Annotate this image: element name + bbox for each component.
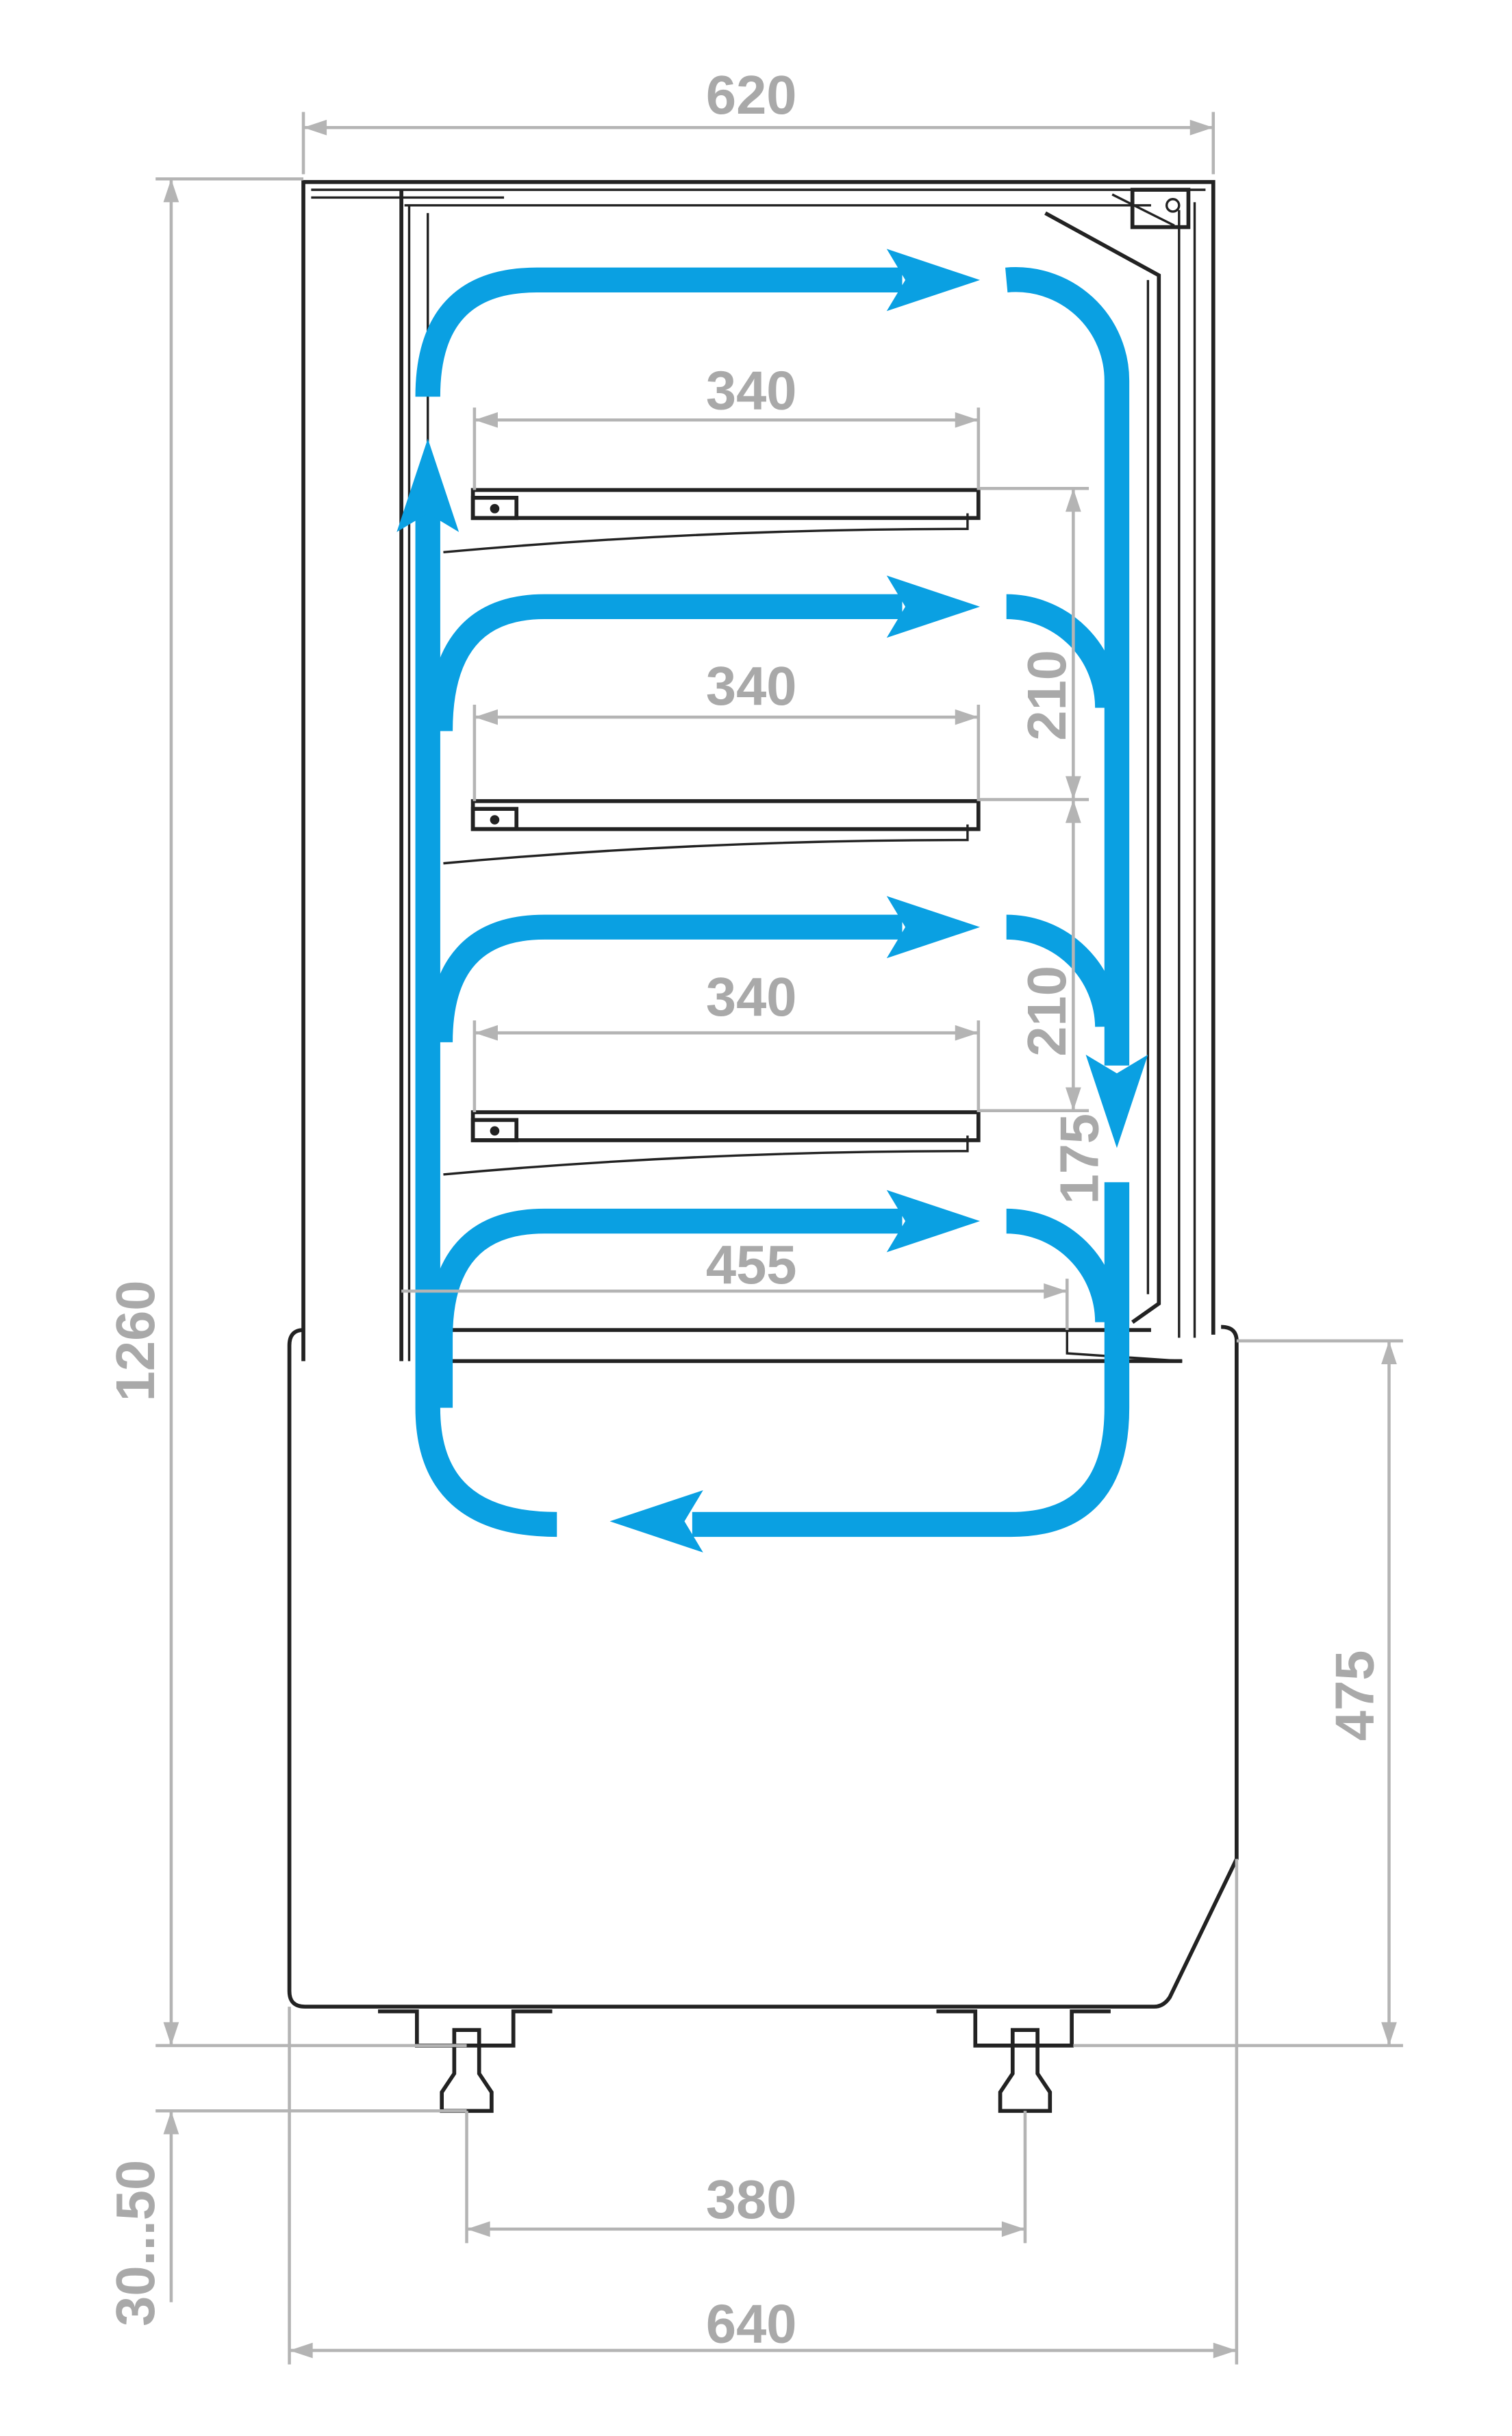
dim-shelf-depth-2: 340 <box>706 655 797 716</box>
feet <box>378 2009 1111 2113</box>
dimension-lines <box>155 112 1403 2365</box>
shelf-3 <box>443 1110 981 1176</box>
dim-shelf-depth-1: 340 <box>706 360 797 420</box>
dim-total-height: 1260 <box>105 1281 166 1402</box>
shelf-1 <box>443 488 981 554</box>
dim-bottom-depth: 455 <box>706 1234 797 1295</box>
dim-base-width: 640 <box>706 2294 797 2355</box>
dim-foot-adjust: 30...50 <box>105 2160 166 2326</box>
dim-shelf-spacing-1: 210 <box>1016 650 1077 741</box>
dim-shelf-spacing-2: 210 <box>1016 966 1077 1057</box>
dim-shelf-depth-3: 340 <box>706 966 797 1027</box>
cabinet-outline <box>287 179 1239 2009</box>
airflow-arrows <box>396 249 1148 1553</box>
dimension-labels: 620 340 340 340 455 210 210 175 1260 475… <box>105 64 1385 2355</box>
dim-top-width: 620 <box>706 64 797 125</box>
dim-shelf-spacing-3: 175 <box>1049 1114 1110 1205</box>
shelf-2 <box>443 799 981 865</box>
dim-base-height: 475 <box>1324 1650 1385 1742</box>
dim-feet-spacing: 380 <box>706 2169 797 2230</box>
shelves <box>443 488 981 1176</box>
